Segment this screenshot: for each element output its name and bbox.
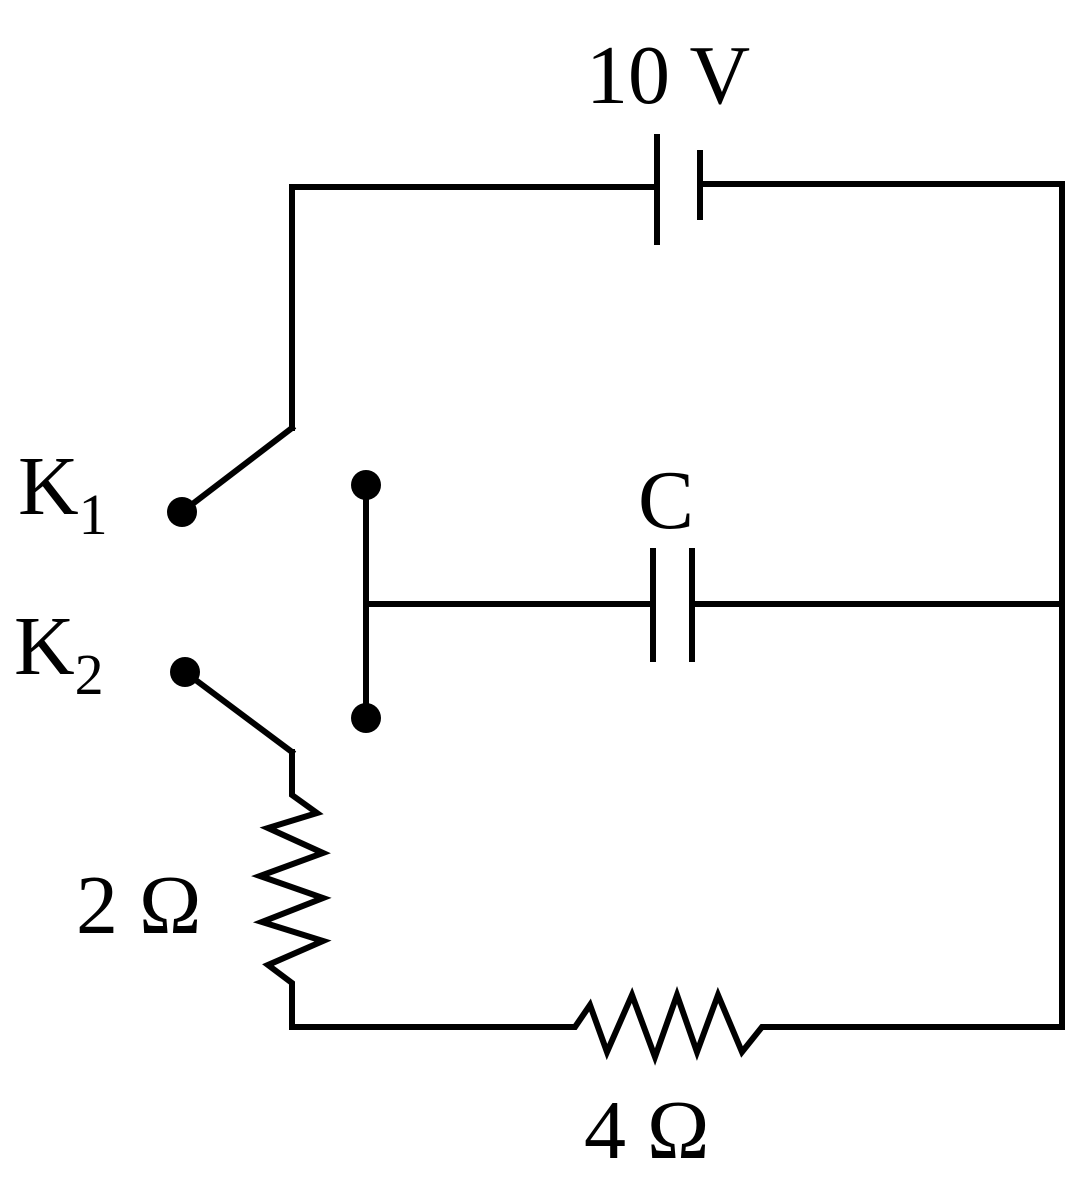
switch-k2-label: K2 (14, 600, 104, 707)
top-wire-left (289, 184, 660, 431)
switch-k2-arm[interactable] (180, 667, 297, 757)
top-right-wire (697, 181, 1065, 1030)
contact-top-terminal (351, 470, 381, 500)
capacitor-label: C (638, 454, 694, 547)
resistor-bottom-label: 4 Ω (584, 1084, 709, 1177)
switch-k1-arm[interactable] (177, 423, 297, 517)
battery-label: 10 V (586, 29, 750, 122)
switch-k1-terminal[interactable] (167, 497, 197, 527)
contact-bottom-terminal (351, 703, 381, 733)
resistor-left-label: 2 Ω (76, 859, 201, 952)
resistor-2-ohm (251, 749, 332, 1030)
resistor-4-ohm (289, 985, 1065, 1066)
switch-k1-label: K1 (18, 440, 108, 547)
